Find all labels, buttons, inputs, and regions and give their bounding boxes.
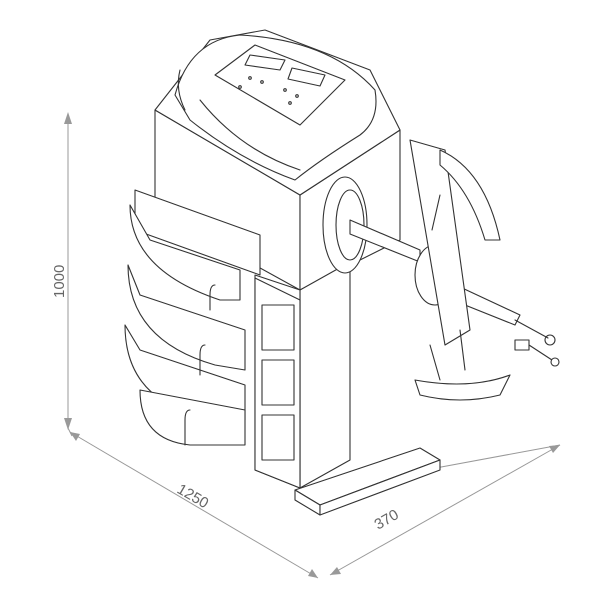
left-display (244, 54, 286, 71)
drawers (124, 189, 261, 446)
gauge-tool (514, 339, 560, 367)
depth-dimension-line (329, 444, 561, 576)
right-display (287, 67, 326, 87)
storage-column (254, 277, 301, 489)
control-panel (174, 34, 377, 181)
measuring-arm (409, 139, 511, 401)
height-dimension-line (64, 112, 72, 430)
width-dimension-line (67, 427, 319, 579)
height-label: 1000 (51, 265, 68, 298)
width-label: 1250 (174, 481, 211, 512)
depth-label: 370 (372, 506, 402, 533)
base-plate (294, 447, 441, 516)
